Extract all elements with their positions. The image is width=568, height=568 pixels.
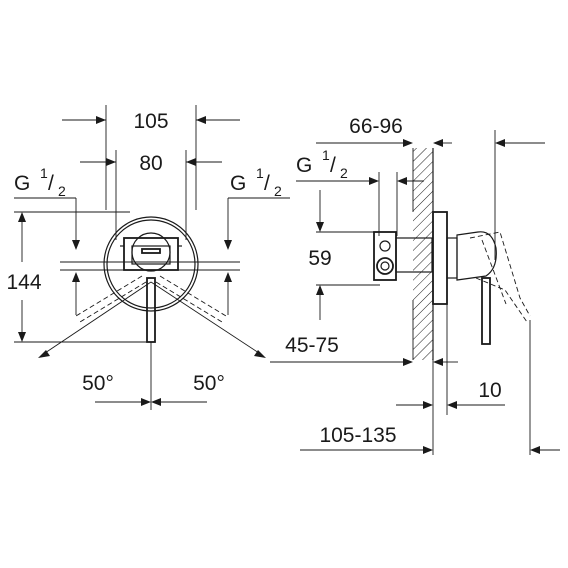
install-depth-label: 45-75	[285, 334, 339, 357]
thread-right-g: G	[230, 172, 246, 195]
height-label: 144	[6, 271, 41, 294]
dimension-66-96: 66-96	[316, 115, 545, 260]
dimension-10: 10	[396, 304, 505, 455]
side-view: 66-96 G 1 / 2 59	[270, 115, 560, 455]
thread-side-slash: /	[330, 154, 336, 177]
dimension-45-75: 45-75	[270, 334, 458, 366]
thread-right-slash: /	[264, 172, 270, 195]
plate-label: 10	[478, 379, 501, 402]
valve-front	[103, 216, 199, 343]
wall-section	[412, 148, 434, 360]
thread-left-num: 1	[40, 165, 48, 181]
inner-width-label: 80	[139, 152, 162, 175]
thread-side: G 1 / 2	[296, 147, 424, 236]
dimension-59: 59	[308, 190, 380, 320]
thread-right: G 1 / 2	[224, 165, 290, 250]
dimension-80: 80	[80, 150, 222, 240]
thread-left-den: 2	[58, 183, 66, 199]
outer-width-label: 105	[133, 110, 168, 133]
valve-side	[373, 211, 531, 345]
angle-right-label: 50°	[193, 372, 225, 395]
handle-swing-right	[155, 275, 227, 323]
thread-left-slash: /	[48, 172, 54, 195]
dimension-144: 144	[6, 212, 42, 342]
handle-swing-left	[75, 275, 147, 323]
thread-side-num: 1	[322, 147, 330, 163]
total-depth-label: 105-135	[319, 424, 396, 447]
thread-right-num: 1	[256, 165, 264, 181]
thread-side-g: G	[296, 154, 312, 177]
wall-depth-label: 66-96	[349, 115, 403, 138]
dimension-105: 105	[62, 105, 240, 210]
thread-left-g: G	[14, 172, 30, 195]
angle-left-label: 50°	[82, 372, 114, 395]
thread-side-den: 2	[340, 165, 348, 181]
thread-left: G 1 / 2	[14, 165, 80, 250]
thread-right-den: 2	[274, 183, 282, 199]
front-view: 105 80 G 1 / 2 G 1 / 2	[6, 105, 290, 410]
inlet-offset-label: 59	[308, 247, 331, 270]
dimension-105-135: 105-135	[300, 320, 560, 455]
